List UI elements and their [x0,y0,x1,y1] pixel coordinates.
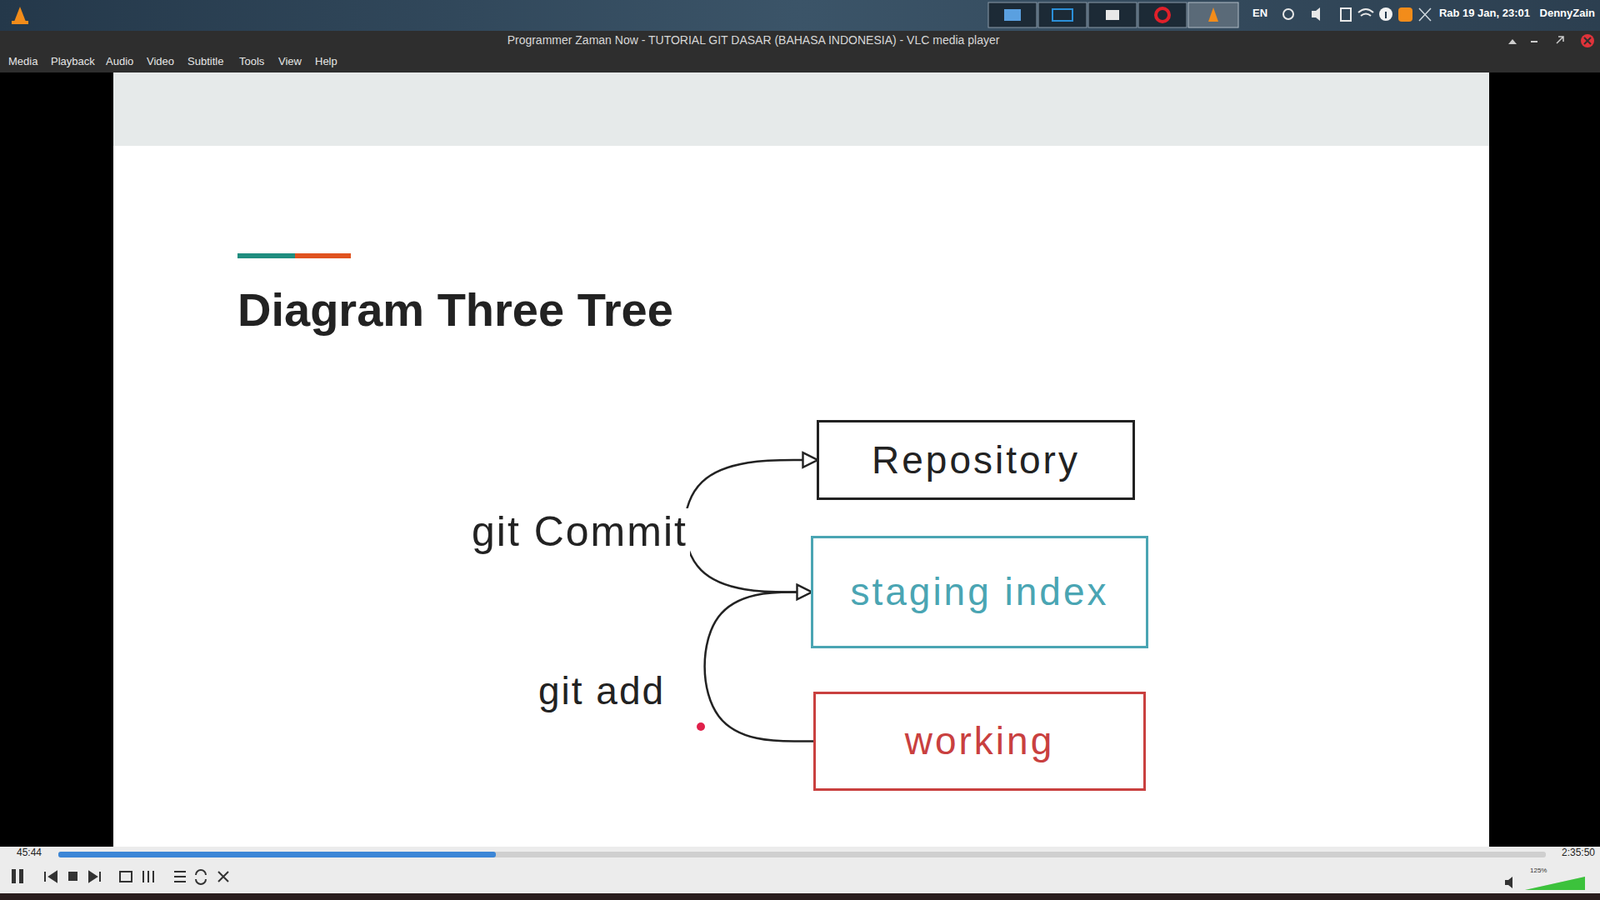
top-panel [0,0,1600,31]
loop-icon [195,870,206,885]
command-label: git Commit [469,508,690,557]
window-title: Programmer Zaman Now - TUTORIAL GIT DASA… [507,33,1000,47]
tree-name: working [905,720,1055,763]
menu-item: View [278,55,302,69]
menu-item: Help [315,55,338,69]
task-button [1188,2,1239,28]
command-label: git add [535,669,668,714]
volume-icon [1311,7,1320,21]
slide [113,72,1490,847]
task-icon [1105,10,1120,20]
menu-item: Subtitle [187,55,224,69]
playlist-icon [174,871,186,882]
stop-icon [68,871,78,881]
playback-buttons [11,869,229,885]
commit-arrow [685,460,817,593]
tree-name: staging index [850,570,1109,614]
task-icon [1208,7,1219,22]
slide-title: Diagram Three Tree [237,283,674,337]
clipboard-icon [1340,8,1351,21]
keyboard-layout: EN [1252,7,1268,20]
bell-icon [1283,9,1294,20]
maximize-icon [1556,36,1564,44]
task-button [988,2,1037,28]
app-icon [1398,7,1413,22]
menu-item: Tools [239,55,265,69]
progress-fill [58,851,496,858]
close-icon [1584,37,1591,45]
task-button [1138,2,1187,28]
user-name: DennyZain [1540,7,1595,20]
working-box: working [813,691,1146,791]
total-time: 2:35:50 [1561,847,1595,860]
progress-track [58,851,1546,858]
next-icon [89,871,100,882]
video-area [0,72,1600,847]
shuffle-icon [218,871,229,882]
volume-level [1525,876,1585,890]
previous-icon [45,871,57,882]
info-icon [1379,7,1393,21]
network-icon [1419,8,1431,21]
speaker-icon [1505,876,1513,889]
minimize-icon [1530,40,1538,43]
clock: Rab 19 Jan, 23:01 [1439,7,1530,20]
pause-icon [19,869,24,884]
pause-icon [11,869,16,884]
keep-above-icon [1508,39,1517,45]
task-icon [1155,8,1170,22]
wifi-icon [1358,9,1374,16]
volume-percent: 125% [1530,866,1547,875]
tree-name: Repository [871,439,1080,482]
elapsed-time: 45:44 [16,847,42,860]
pointer-dot [696,722,705,731]
accent-bar-orange [295,253,351,259]
close-button [1580,34,1595,48]
vlc-icon [14,6,26,22]
task-icon [1052,9,1073,21]
accent-bar-teal [237,253,295,259]
menu-item: Media [8,55,38,69]
window-controls [1508,34,1595,48]
menu-item: Playback [50,55,95,69]
settings-icon [143,870,154,883]
task-icon [1004,9,1021,21]
fullscreen-icon [120,871,132,882]
info-icon-mark [1385,11,1387,19]
controls-bar [0,846,1600,894]
vlc-icon-base [11,20,29,25]
title-and-menu-bar [0,30,1600,73]
add-arrow [705,592,814,742]
slide-header-band [113,72,1490,146]
volume-track [1525,876,1585,890]
desktop-strip [0,893,1600,900]
task-button [1088,2,1137,28]
taskbar-buttons [988,2,1239,28]
task-button [1038,2,1087,28]
tray-icons [1283,7,1431,22]
staging-index-box: staging index [810,535,1149,649]
repository-box: Repository [816,420,1135,500]
menu-item: Video [146,55,175,69]
menu-item: Audio [105,55,134,69]
